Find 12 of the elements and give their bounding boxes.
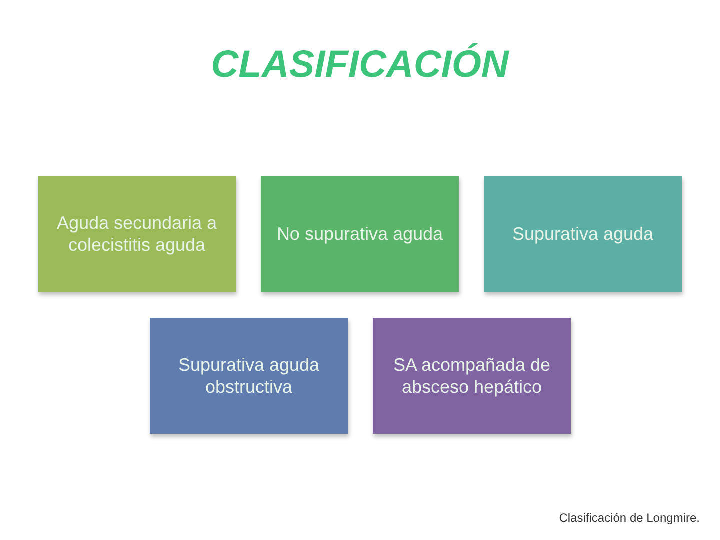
category-box — [484, 176, 682, 292]
category-label: Supurativa aguda — [512, 222, 654, 246]
category-box — [373, 318, 571, 434]
category-label: Supurativa aguda obstructiva — [177, 354, 321, 398]
category-label: No supurativa aguda — [276, 222, 444, 246]
caption: Clasificación de Longmire. — [559, 511, 700, 525]
title: CLASIFICACIÓN — [210, 44, 510, 87]
category-label: Aguda secundaria a colecistitis aguda — [56, 212, 218, 256]
category-label: SA acompañada de absceso hepático — [392, 354, 552, 398]
category-box — [150, 318, 348, 434]
category-box — [261, 176, 459, 292]
category-box — [38, 176, 236, 292]
